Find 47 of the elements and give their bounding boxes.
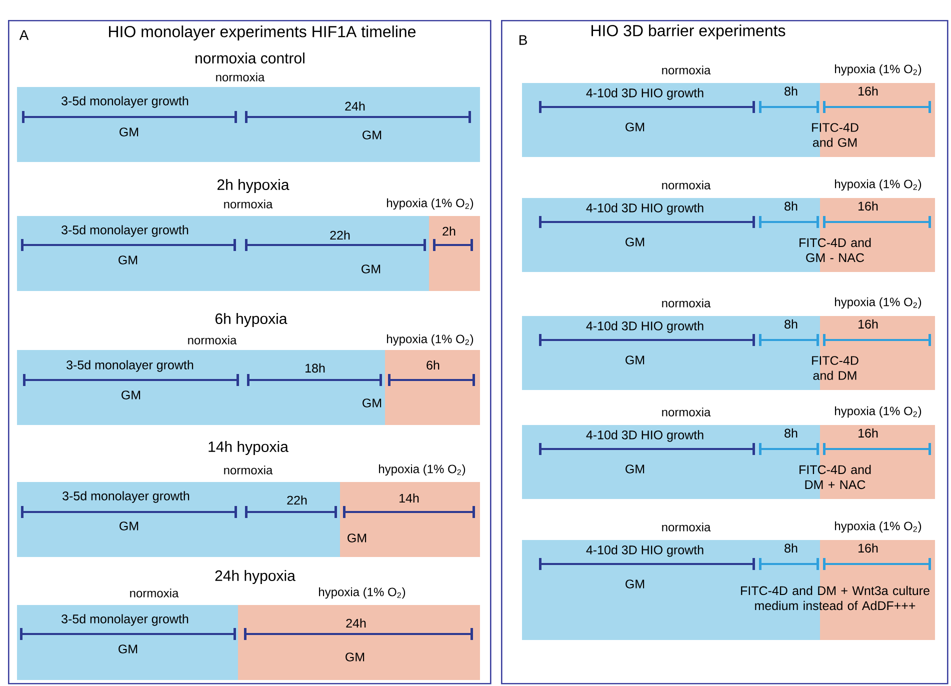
condition-label: normoxia — [662, 522, 711, 532]
panel-letter: B — [519, 35, 527, 45]
duration-label: 2h — [442, 226, 456, 236]
duration-label: 6h — [426, 360, 440, 370]
medium-label: GM — [118, 644, 138, 654]
duration-label: 24h — [345, 101, 365, 111]
medium-label: GM — [120, 128, 138, 136]
condition-label: hypoxia (1% O$_{2}$) — [387, 198, 474, 210]
row-heading: 2h hypoxia — [217, 179, 290, 193]
phase-label: 3-5d monolayer growth — [62, 614, 188, 626]
duration-label: 16h — [858, 86, 878, 96]
condition-label: normoxia — [188, 336, 237, 344]
medium-label: FITC-4D and DM — [812, 356, 858, 380]
condition-label: normoxia — [216, 72, 265, 82]
duration-label: 16h — [858, 428, 878, 438]
condition-label: normoxia — [224, 200, 273, 208]
condition-label: normoxia — [662, 408, 711, 416]
condition-label: hypoxia (1% O$_{2}$) — [379, 464, 466, 476]
condition-label: normoxia — [662, 66, 711, 74]
row-heading: normoxia control — [196, 52, 304, 64]
condition-label: hypoxia (1% O$_{2}$) — [387, 334, 474, 346]
condition-label: normoxia — [224, 466, 273, 474]
condition-label: hypoxia (1% O$_{2}$) — [319, 587, 406, 599]
phase-label: 3-5d monolayer growth — [62, 96, 188, 108]
medium-label: FITC-4D and GM — [812, 123, 858, 147]
row-heading: 14h hypoxia — [208, 441, 288, 455]
medium-label: GM — [348, 534, 366, 542]
duration-label: 14h — [400, 493, 419, 503]
panel-title: HIO 3D barrier experiments — [592, 24, 786, 40]
panel-letter: A — [19, 30, 29, 40]
condition-label: hypoxia (1% O$_{2}$) — [835, 406, 922, 418]
duration-label: 16h — [858, 201, 878, 211]
panel-title: HIO monolayer experiments HIF1A timeline — [109, 26, 416, 40]
condition-label: hypoxia (1% O$_{2}$) — [835, 64, 922, 76]
condition-label: normoxia — [662, 180, 711, 190]
condition-label: hypoxia (1% O$_{2}$) — [835, 521, 922, 533]
medium-label: GM — [362, 130, 382, 140]
condition-label: hypoxia (1% O$_{2}$) — [835, 179, 922, 191]
duration-label: 16h — [858, 319, 878, 329]
condition-label: normoxia — [662, 298, 711, 308]
row-heading: 6h hypoxia — [216, 313, 288, 327]
medium-label: FITC-4D and GM - NAC — [800, 238, 871, 262]
condition-label: normoxia — [130, 588, 179, 598]
condition-label: hypoxia (1% O$_{2}$) — [835, 297, 922, 309]
medium-label: FITC-4D and DM + NAC — [800, 464, 871, 490]
duration-label: 16h — [858, 543, 878, 553]
row-heading: 24h hypoxia — [215, 570, 296, 584]
